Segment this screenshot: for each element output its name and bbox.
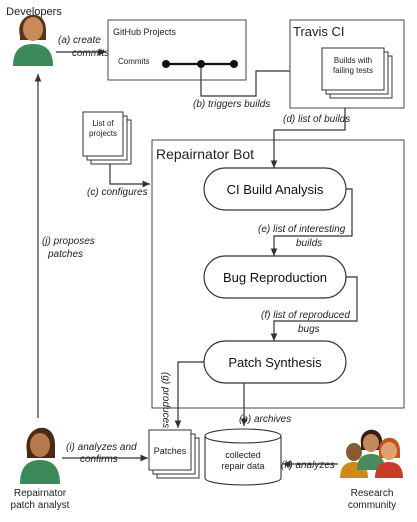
failing-builds-label-2: failing tests	[333, 66, 373, 75]
edge-i-label-1: (i) analyzes and	[66, 442, 137, 453]
projects-list-stack	[82, 111, 132, 165]
edge-g-label: (g) produces	[160, 372, 171, 428]
github-projects-title: GitHub Projects	[113, 27, 177, 37]
edge-a-label-2: commits	[72, 48, 109, 59]
edge-f-label-2: bugs	[298, 324, 320, 335]
analyst-label-2: patch analyst	[11, 500, 70, 511]
github-projects-box	[107, 19, 247, 81]
patches-stack	[148, 429, 200, 479]
edge-g-arrow	[174, 361, 204, 428]
community-label-2: community	[348, 500, 396, 511]
edge-d-arrow	[270, 108, 346, 168]
edge-j-label-2: patches	[47, 249, 83, 260]
ci-build-analysis-label: CI Build Analysis	[227, 182, 324, 197]
edge-b-arrow	[200, 67, 318, 97]
patch-synthesis-label: Patch Synthesis	[228, 355, 322, 370]
repair-data-label-2: repair data	[221, 461, 264, 471]
edge-j-label-1: (j) proposes	[42, 236, 95, 247]
bug-reproduction-label: Bug Reproduction	[223, 270, 327, 285]
edge-h-label: (h) archives	[239, 414, 291, 425]
edge-f-label-1: (f) list of reproduced	[261, 310, 350, 321]
analyst-label-1: Repairnator	[14, 488, 67, 499]
travis-ci-title: Travis CI	[293, 24, 345, 39]
edge-i-label-2: confirms	[80, 454, 118, 465]
developers-label: Developers	[6, 6, 62, 18]
projects-label-2: projects	[89, 129, 117, 138]
commit-timeline	[162, 60, 238, 68]
analyst-avatar-icon	[20, 427, 60, 484]
database-icon	[204, 428, 282, 486]
repair-data-label-1: collected	[225, 450, 261, 460]
edge-e-label-2: builds	[296, 238, 322, 249]
repairnator-bot-title: Repairnator Bot	[156, 146, 254, 162]
edge-c-arrow	[109, 164, 150, 188]
commit-dot	[230, 60, 238, 68]
commit-dot	[197, 60, 205, 68]
edge-e-arrow	[270, 188, 353, 256]
failing-builds-stack	[321, 47, 393, 99]
edge-a-label-1: (a) create	[58, 35, 101, 46]
community-label-1: Research	[351, 488, 394, 499]
commit-dot	[162, 60, 170, 68]
failing-builds-label-1: Builds with	[334, 56, 372, 65]
commits-label: Commits	[118, 57, 150, 66]
research-community-icon	[340, 429, 403, 478]
edge-f-arrow	[270, 276, 358, 341]
edge-b-label: (b) triggers builds	[193, 99, 270, 110]
edge-e-label-1: (e) list of interesting	[258, 224, 346, 235]
edge-d-label: (d) list of builds	[283, 114, 350, 125]
edge-k-label: (k) analyzes	[281, 460, 335, 471]
developer-avatar-icon	[13, 14, 53, 66]
edge-c-label: (c) configures	[87, 187, 148, 198]
projects-label-1: List of	[92, 119, 114, 128]
patches-label: Patches	[154, 446, 187, 456]
